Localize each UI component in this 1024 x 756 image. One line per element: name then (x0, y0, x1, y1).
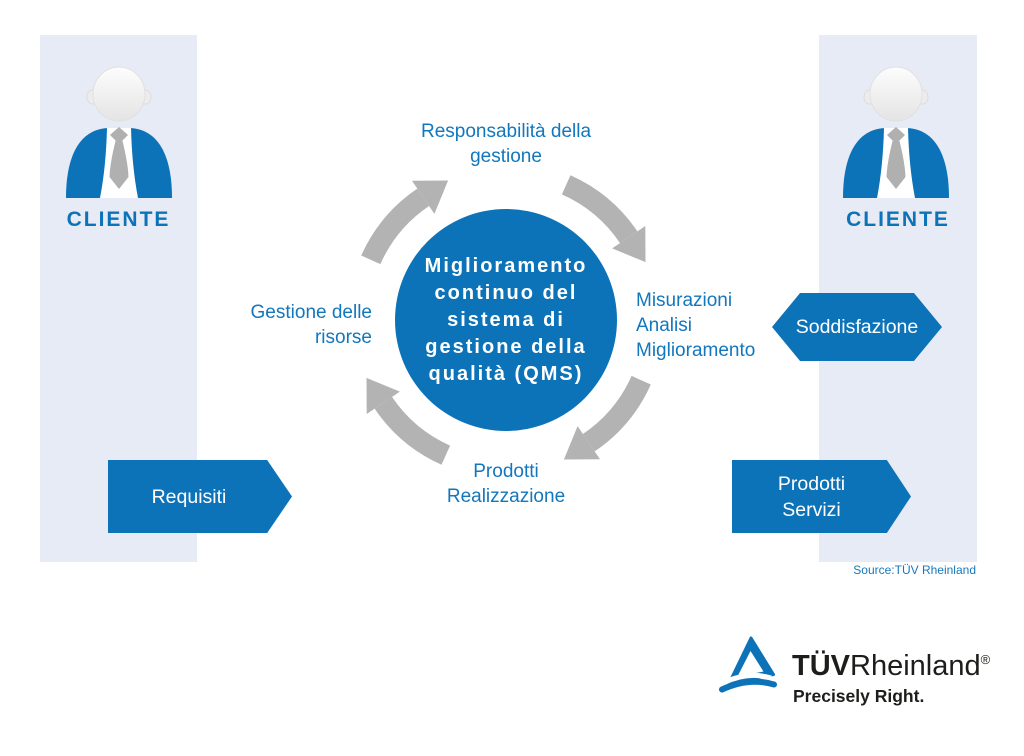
cycle-label-management-responsibility: Responsabilità della gestione (420, 121, 592, 167)
registered-trademark-symbol: ® (980, 652, 991, 667)
tuv-rheinland-wordmark: TÜVRheinland® (792, 650, 990, 683)
logo-tuv-text: TÜV (792, 650, 850, 682)
soddisfazione-arrow: Soddisfazione (772, 293, 942, 361)
cycle-label-measurement-analysis: Misurazioni Analisi Miglioramento (636, 290, 756, 361)
customer-label-right: CLIENTE (846, 208, 950, 231)
logo-rheinland-text: Rheinland (850, 650, 981, 682)
logo-tagline: Precisely Right. (793, 686, 925, 706)
customer-label-left: CLIENTE (66, 208, 171, 231)
prodotti-servizi-arrow: Prodotti Servizi (732, 460, 911, 533)
tuv-triangle-logo-icon (719, 636, 777, 693)
qms-center-circle: Miglioramento continuo del sistema di ge… (395, 209, 617, 431)
qms-center-text: Miglioramento continuo del sistema di ge… (424, 254, 588, 385)
customer-icon-right (842, 66, 950, 199)
cycle-label-resource-management: Gestione delle risorse (250, 302, 372, 348)
source-note: Source:TÜV Rheinland (853, 563, 976, 577)
customer-icon-left (65, 66, 173, 199)
cycle-label-product-realization: Prodotti Realizzazione (446, 461, 566, 507)
requisiti-arrow: Requisiti (108, 460, 292, 533)
